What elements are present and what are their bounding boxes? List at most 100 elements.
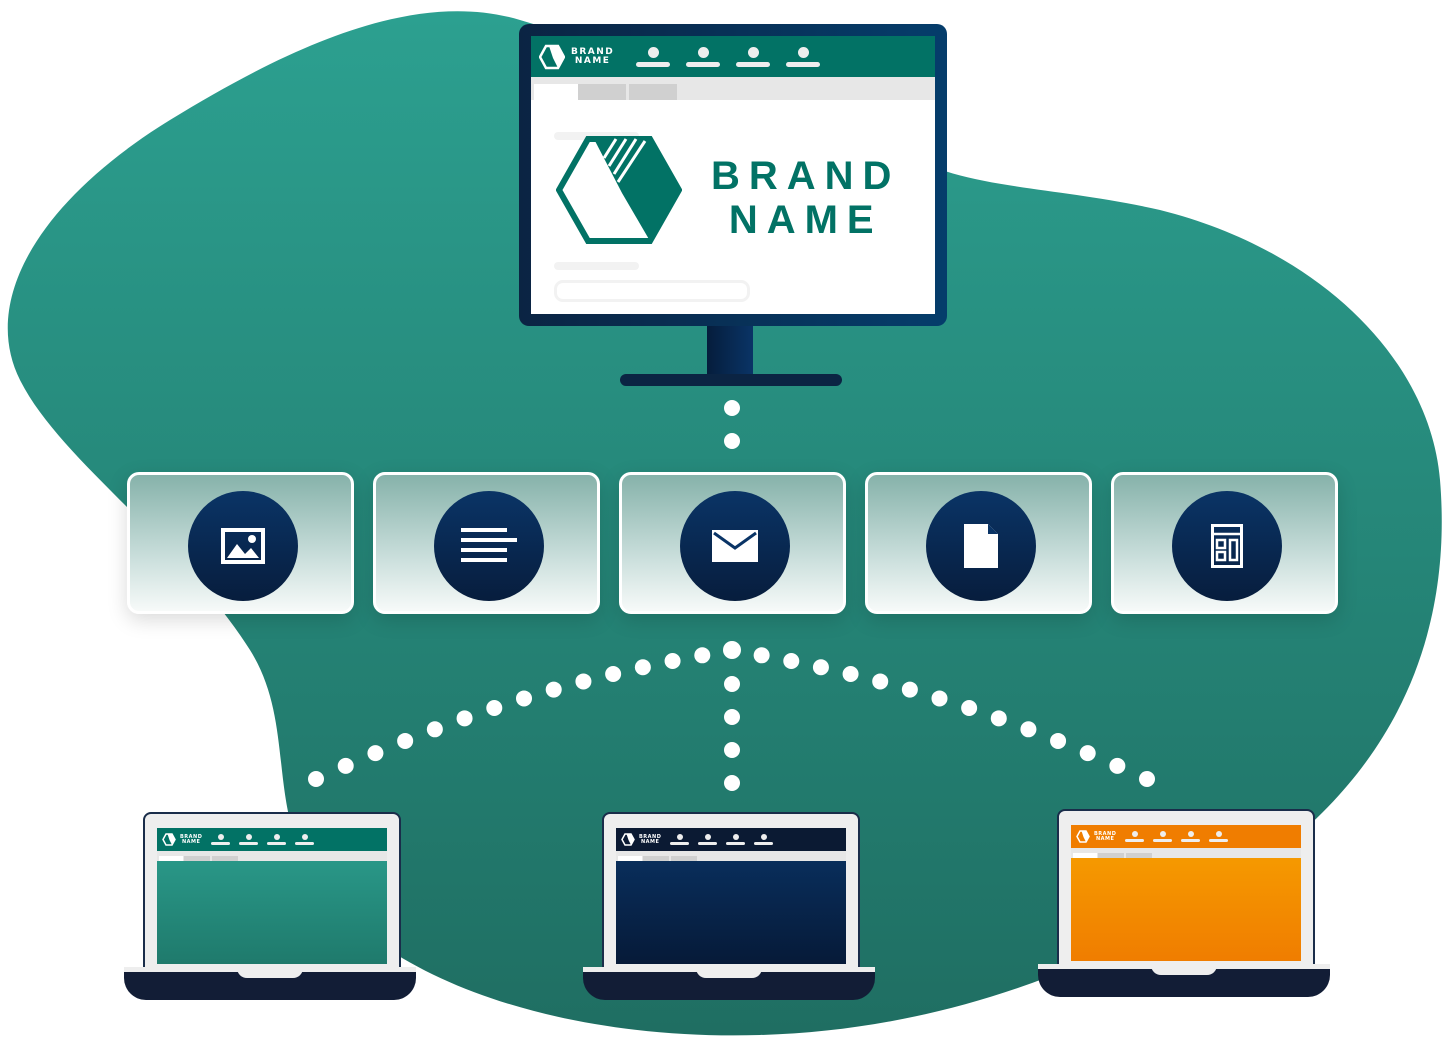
text-lines-icon [461,528,517,562]
nav-menu [620,46,821,67]
tab[interactable] [1126,853,1152,858]
connector-dot [723,641,741,659]
nav-item[interactable] [239,834,259,845]
brand-logo-icon [162,833,176,846]
tab[interactable] [534,84,578,100]
document-icon [964,524,998,568]
brand-logo-icon [556,136,682,244]
connector-dot [724,400,740,416]
content-card-image[interactable] [127,472,354,614]
connector-dot [1050,732,1067,749]
nav-item[interactable] [786,46,821,67]
connector-dot [724,775,740,791]
nav-item[interactable] [1181,831,1201,842]
nav-item[interactable] [295,834,315,845]
nav-item[interactable] [686,46,721,67]
brand-text-line2: NAME [181,838,201,845]
envelope-icon [712,530,758,562]
brand-text-line2: NAME [1095,835,1115,842]
brand-logo-icon [539,44,565,69]
tab-bar [531,77,935,100]
connector-dot [634,659,651,676]
content-card-document[interactable] [865,472,1092,614]
connector-dot [397,732,414,749]
image-icon [221,528,265,564]
connector-dot [694,647,711,664]
connector-dot [426,721,443,738]
tab[interactable] [212,856,238,861]
connector-dot [1139,771,1155,787]
brand-text-line2: NAME [640,838,660,845]
connector-dot [575,673,592,690]
tab[interactable] [578,84,626,100]
tab[interactable] [184,856,210,861]
nav-item[interactable] [726,834,746,845]
connector-dot [783,653,800,670]
connector-dot [337,757,354,774]
nav-item[interactable] [754,834,774,845]
content-card-text[interactable] [373,472,600,614]
connector-dot [753,647,770,664]
brand-logo-icon [1076,830,1090,843]
nav-item[interactable] [1153,831,1173,842]
brand-logo-icon [621,833,635,846]
layout-icon [1211,524,1243,568]
brand-text-line2: NAME [574,55,611,66]
monitor-stand [707,326,753,376]
nav-item[interactable] [698,834,718,845]
tab[interactable] [1098,853,1124,858]
content-card-email[interactable] [619,472,846,614]
connector-dots [308,400,1155,791]
tab[interactable] [671,856,697,861]
connector-dot [367,745,384,762]
tab-bar [157,851,387,861]
connector-dot [664,653,681,670]
tab[interactable] [629,84,677,100]
nav-item[interactable] [636,46,671,67]
nav-item[interactable] [670,834,690,845]
laptop-notch [1151,964,1217,975]
connector-dot [931,690,948,707]
nav-item[interactable] [267,834,287,845]
connector-dot [990,710,1007,727]
connector-dot [308,771,324,787]
connector-dot [842,666,859,683]
brand-text-line1: BRAND [180,833,203,840]
tab-bar [1071,848,1301,858]
nav-item[interactable] [1125,831,1145,842]
laptop-notch [237,967,303,978]
nav-item[interactable] [736,46,771,67]
connector-dot [516,690,532,707]
connector-dot [605,666,622,683]
connector-dot [724,709,740,725]
nav-item[interactable] [211,834,231,845]
connector-dot [812,659,829,676]
monitor-base [620,374,842,386]
connector-dot [724,742,740,758]
connector-dot [1079,745,1096,762]
tab[interactable] [618,856,642,861]
tab[interactable] [643,856,669,861]
content-card-layout[interactable] [1111,472,1338,614]
tab[interactable] [159,856,183,861]
connector-dot [486,700,503,717]
connector-dot [724,433,740,449]
brand-text-line1: BRAND [571,46,615,57]
brand-name-line1: BRAND [711,154,901,198]
connector-dot [545,681,562,698]
nav-item[interactable] [1209,831,1229,842]
placeholder-input [554,280,750,302]
tab[interactable] [1073,853,1097,858]
